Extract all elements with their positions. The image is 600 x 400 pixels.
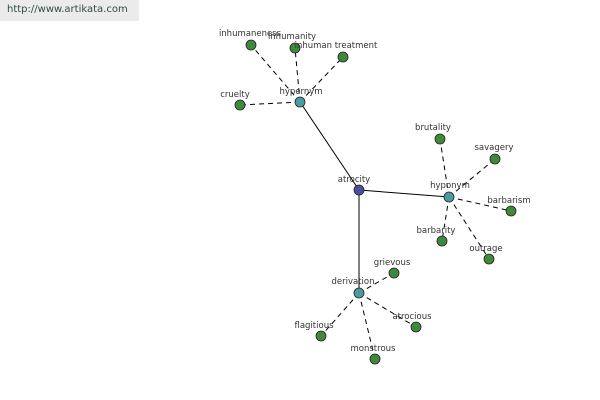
node-term-savagery[interactable] (489, 153, 501, 165)
edge-flagitious (320, 292, 360, 337)
node-relation-hyponym[interactable] (443, 191, 455, 203)
label-term-inhuman-treatment[interactable]: inhuman treatment (295, 41, 378, 51)
edge-outrage (448, 196, 490, 260)
label-term-monstrous[interactable]: monstrous (351, 344, 397, 354)
node-term-barbarity[interactable] (436, 235, 448, 247)
label-relation-hypernym[interactable]: hypernym (279, 87, 322, 97)
label-term-cruelty[interactable]: cruelty (220, 90, 250, 100)
label-term-savagery[interactable]: savagery (474, 143, 513, 153)
label-relation-hyponym[interactable]: hyponym (430, 181, 470, 191)
graph-labels: atrocity hypernym inhumanenessinhumanityin… (219, 29, 531, 354)
edge-hyponym (358, 189, 450, 198)
node-root-atrocity[interactable] (353, 184, 365, 196)
node-term-inhumanity[interactable] (289, 42, 301, 54)
edge-barbarity (441, 196, 450, 242)
label-term-flagitious[interactable]: flagitious (294, 321, 334, 331)
edge-cruelty (239, 101, 301, 106)
node-relation-derivation[interactable] (353, 287, 365, 299)
edge-hypernym (299, 101, 360, 191)
node-term-grievous[interactable] (388, 267, 400, 279)
node-term-cruelty[interactable] (234, 99, 246, 111)
label-term-inhumanity[interactable]: inhumanity (268, 32, 316, 42)
label-term-grievous[interactable]: grievous (374, 258, 411, 268)
edge-barbarism (448, 196, 512, 212)
label-term-brutality[interactable]: brutality (415, 123, 451, 133)
edge-atrocious (358, 292, 417, 328)
node-term-barbarism[interactable] (505, 205, 517, 217)
label-term-inhumaneness[interactable]: inhumaneness (219, 29, 282, 39)
node-term-monstrous[interactable] (369, 353, 381, 365)
node-term-inhuman-treatment[interactable] (337, 51, 349, 63)
edge-grievous (358, 272, 395, 294)
edge-brutality (439, 138, 450, 198)
label-term-atrocious[interactable]: atrocious (392, 312, 432, 322)
node-term-atrocious[interactable] (410, 321, 422, 333)
edge-inhuman-treatment (299, 56, 344, 103)
graph-edges (239, 44, 512, 360)
label-root-atrocity[interactable]: atrocity (338, 175, 370, 185)
node-relation-hypernym[interactable] (294, 96, 306, 108)
edge-monstrous (358, 292, 376, 360)
edge-inhumaneness (250, 44, 301, 103)
node-term-flagitious[interactable] (315, 330, 327, 342)
edge-inhumanity (294, 47, 301, 103)
label-relation-derivation[interactable]: derivation (331, 277, 374, 287)
node-term-outrage[interactable] (483, 253, 495, 265)
site-url-link[interactable]: http://www.artikata.com (0, 0, 139, 21)
graph-nodes (234, 39, 517, 365)
label-term-barbarism[interactable]: barbarism (487, 196, 530, 206)
node-term-brutality[interactable] (434, 133, 446, 145)
node-term-inhumaneness[interactable] (245, 39, 257, 51)
edge-savagery (448, 158, 496, 198)
label-term-barbarity[interactable]: barbarity (417, 226, 456, 236)
label-term-outrage[interactable]: outrage (469, 244, 502, 254)
